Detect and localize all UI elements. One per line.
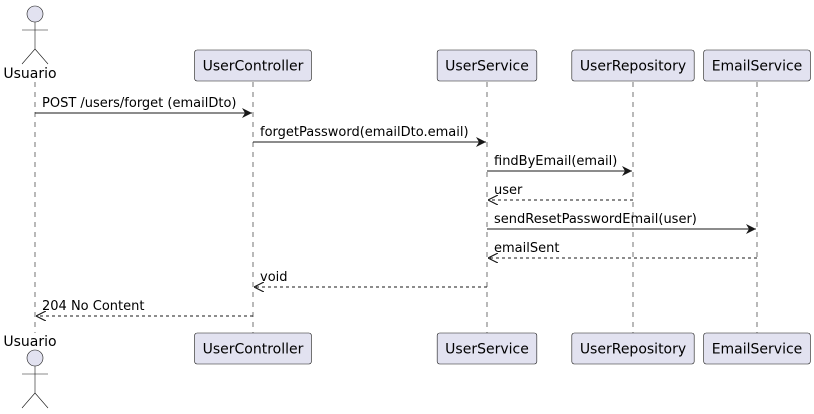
message-label: forgetPassword(emailDto.email) — [260, 125, 469, 140]
participant-label: EmailService — [712, 59, 803, 75]
participant-box — [194, 332, 312, 365]
participant-email-service-top: EmailService — [703, 49, 811, 82]
participant-label: UserRepository — [580, 342, 686, 358]
participant-box — [436, 332, 538, 365]
message-label: sendResetPasswordEmail(user) — [494, 212, 697, 227]
actor-label: Usuario — [3, 66, 56, 82]
actor-body-icon — [21, 22, 49, 65]
participant-box — [703, 332, 811, 365]
message-label: findByEmail(email) — [494, 154, 617, 169]
message-label: 204 No Content — [42, 299, 144, 314]
participant-label: UserService — [445, 59, 529, 75]
message-7: void — [254, 270, 487, 287]
lifelines — [34, 82, 758, 333]
message-6: emailSent — [488, 241, 757, 258]
message-4: user — [488, 183, 633, 200]
actor-head-icon — [26, 349, 44, 367]
message-3: findByEmail(email) — [487, 154, 632, 176]
participant-email-service-bottom: EmailService — [703, 332, 811, 365]
participant-box — [703, 49, 811, 82]
participant-label: UserController — [203, 342, 304, 358]
messages: POST /users/forget (emailDto) forgetPassw… — [35, 96, 757, 316]
participant-label: UserController — [203, 59, 304, 75]
participant-user-service-top: UserService — [436, 49, 538, 82]
actor-body-icon — [21, 366, 49, 409]
participant-user-controller-bottom: UserController — [194, 332, 312, 365]
participant-user-repository-top: UserRepository — [571, 49, 695, 82]
actor-usuario-top: Usuario — [3, 5, 57, 82]
actor-label: Usuario — [3, 334, 56, 350]
actor-usuario-bottom: Usuario — [3, 334, 57, 409]
message-8: 204 No Content — [36, 299, 253, 316]
participant-user-repository-bottom: UserRepository — [571, 332, 695, 365]
participant-box — [194, 49, 312, 82]
participant-box — [436, 49, 538, 82]
message-2: forgetPassword(emailDto.email) — [253, 125, 486, 147]
participant-heads: UsuarioUsuarioUserControllerUserControll… — [3, 5, 811, 409]
participant-box — [571, 332, 695, 365]
participant-user-controller-top: UserController — [194, 49, 312, 82]
participant-label: EmailService — [712, 342, 803, 358]
actor-head-icon — [26, 5, 44, 23]
message-label: void — [260, 270, 288, 285]
message-label: user — [494, 183, 523, 198]
message-label: POST /users/forget (emailDto) — [42, 96, 236, 111]
participant-label: UserService — [445, 342, 529, 358]
participant-user-service-bottom: UserService — [436, 332, 538, 365]
participant-label: UserRepository — [580, 59, 686, 75]
message-1: POST /users/forget (emailDto) — [35, 96, 252, 118]
message-label: emailSent — [494, 241, 559, 256]
participant-box — [571, 49, 695, 82]
message-5: sendResetPasswordEmail(user) — [487, 212, 756, 234]
